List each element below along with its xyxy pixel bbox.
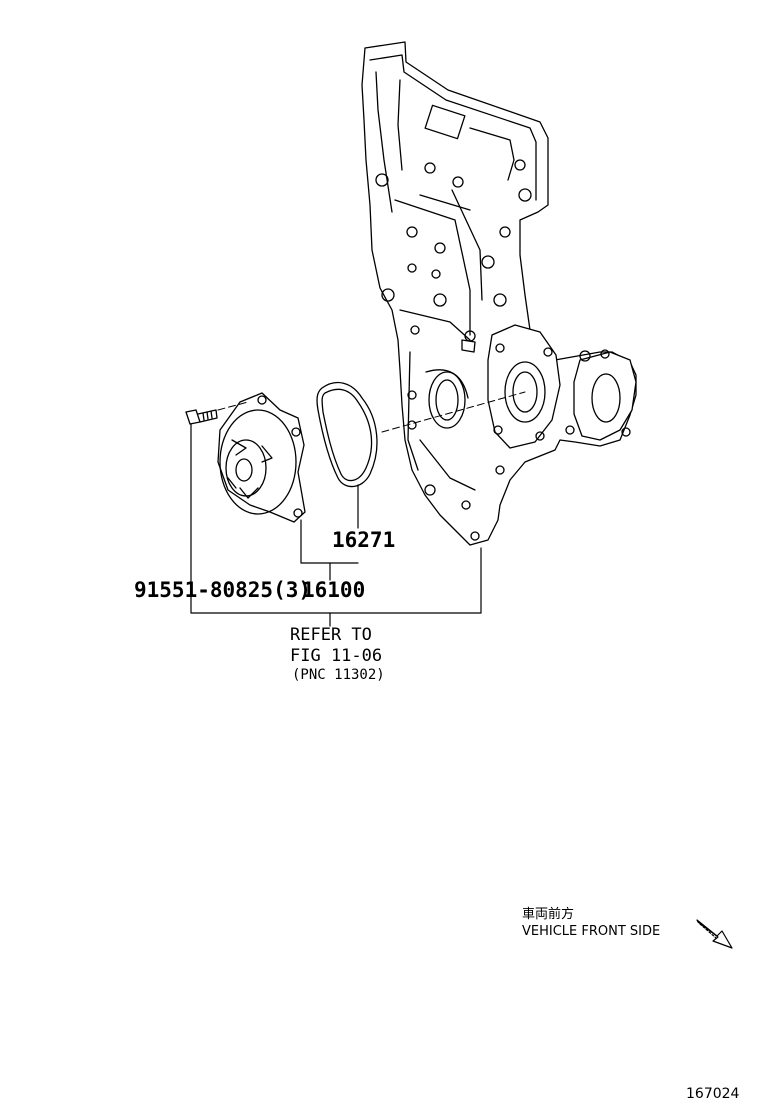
water-pump-gasket [316, 381, 378, 488]
front-side-japanese: 車両前方 [522, 907, 575, 922]
refer-to-label: REFER TO [290, 625, 372, 645]
front-side-english: VEHICLE FRONT SIDE [522, 924, 661, 939]
front-arrow [696, 919, 733, 949]
timing-chain-cover [361, 41, 637, 546]
refer-fig-label: FIG 11-06 [290, 646, 383, 666]
figure-number: 167024 [686, 1086, 740, 1102]
water-pump [217, 392, 306, 523]
bolt [185, 409, 218, 425]
label-gasket-16271: 16271 [332, 528, 396, 552]
label-bolt-91551: 91551-80825(3) [134, 578, 312, 602]
refer-pnc-label: (PNC 11302) [292, 667, 385, 683]
label-water-pump-16100: 16100 [302, 578, 366, 602]
